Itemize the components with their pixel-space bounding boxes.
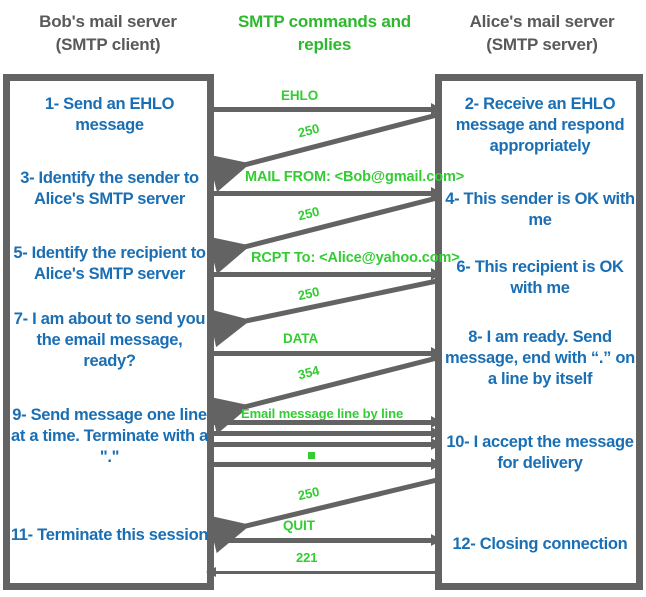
arrow-head-right-icon xyxy=(431,416,442,428)
arrow-shaft xyxy=(207,431,433,436)
arrow-head-right-icon xyxy=(431,427,442,439)
server-panel-inner: 2- Receive an EHLO message and respond a… xyxy=(442,81,636,583)
server-header-line1: Alice's mail server xyxy=(469,12,615,31)
label-ehlo: EHLO xyxy=(281,88,319,103)
client-panel-inner: 1- Send an EHLO message 3- Identify the … xyxy=(10,81,209,583)
arrow-shaft xyxy=(207,191,433,196)
arrow-head-left-icon xyxy=(206,567,216,577)
arrow-head-right-icon xyxy=(431,347,442,359)
arrow-head-right-icon xyxy=(431,438,442,450)
arrow-head-right-icon xyxy=(431,187,442,199)
middle-header-line1: SMTP commands and xyxy=(238,12,411,31)
label-data: DATA xyxy=(283,331,319,346)
server-step-12: 12- Closing connection xyxy=(452,535,628,553)
dot-terminator-marker xyxy=(308,452,315,459)
arrow-head-right-icon xyxy=(431,534,442,546)
arrow-head-right-icon xyxy=(431,268,442,280)
reply-arrow-250-b xyxy=(207,195,438,275)
label-221: 221 xyxy=(296,550,318,565)
server-panel: 2- Receive an EHLO message and respond a… xyxy=(435,74,643,590)
message-lane: EHLO 250 MAIL FROM: <Bob@gmail.com> 250 … xyxy=(205,74,464,590)
arrow-shaft xyxy=(207,107,433,112)
label-email-body: Email message line by line xyxy=(241,406,404,421)
client-step-3: 3- Identify the sender to Alice's SMTP s… xyxy=(20,169,199,208)
server-column-header: Alice's mail server (SMTP server) xyxy=(442,10,642,56)
client-step-11: 11- Terminate this session xyxy=(10,526,209,544)
client-step-1: 1- Send an EHLO message xyxy=(44,95,175,134)
server-step-8: 8- I am ready. Send message, end with “.… xyxy=(445,328,635,388)
reply-arrow-250-a xyxy=(207,112,438,193)
server-step-10: 10- I accept the message for delivery xyxy=(446,433,634,472)
server-step-4: 4- This sender is OK with me xyxy=(445,190,635,229)
reply-arrow-250-c xyxy=(208,278,438,348)
client-step-7: 7- I am about to send you the email mess… xyxy=(13,310,206,370)
label-quit: QUIT xyxy=(283,518,315,533)
client-step-9: 9- Send message one line at a time. Term… xyxy=(11,406,208,466)
server-header-line2: (SMTP server) xyxy=(486,35,598,54)
client-panel: 1- Send an EHLO message 3- Identify the … xyxy=(3,74,214,590)
reply-arrow-250-d xyxy=(207,477,438,554)
middle-header-line2: replies xyxy=(297,35,352,54)
arrow-shaft xyxy=(207,538,433,543)
server-step-2: 2- Receive an EHLO message and respond a… xyxy=(455,95,625,155)
client-column-header: Bob's mail server (SMTP client) xyxy=(8,10,208,56)
arrow-shaft xyxy=(207,442,433,447)
client-header-line1: Bob's mail server xyxy=(39,12,177,31)
label-mail-from: MAIL FROM: <Bob@gmail.com> xyxy=(245,169,465,185)
arrow-shaft xyxy=(207,462,433,467)
client-step-5: 5- Identify the recipient to Alice's SMT… xyxy=(13,244,206,283)
arrow-shaft xyxy=(207,420,433,425)
arrow-head-right-icon xyxy=(431,458,442,470)
diagonal-reply-arrows xyxy=(207,112,438,554)
label-rcpt-to: RCPT To: <Alice@yahoo.com> xyxy=(251,250,460,266)
arrow-shaft xyxy=(207,272,433,277)
server-step-6: 6- This recipient is OK with me xyxy=(456,258,624,297)
arrow-shaft xyxy=(216,571,438,574)
arrow-shaft xyxy=(207,351,433,356)
middle-column-header: SMTP commands and replies xyxy=(222,10,427,56)
client-header-line2: (SMTP client) xyxy=(55,35,161,54)
arrow-head-right-icon xyxy=(431,103,442,115)
reply-arrow-354 xyxy=(207,355,438,435)
